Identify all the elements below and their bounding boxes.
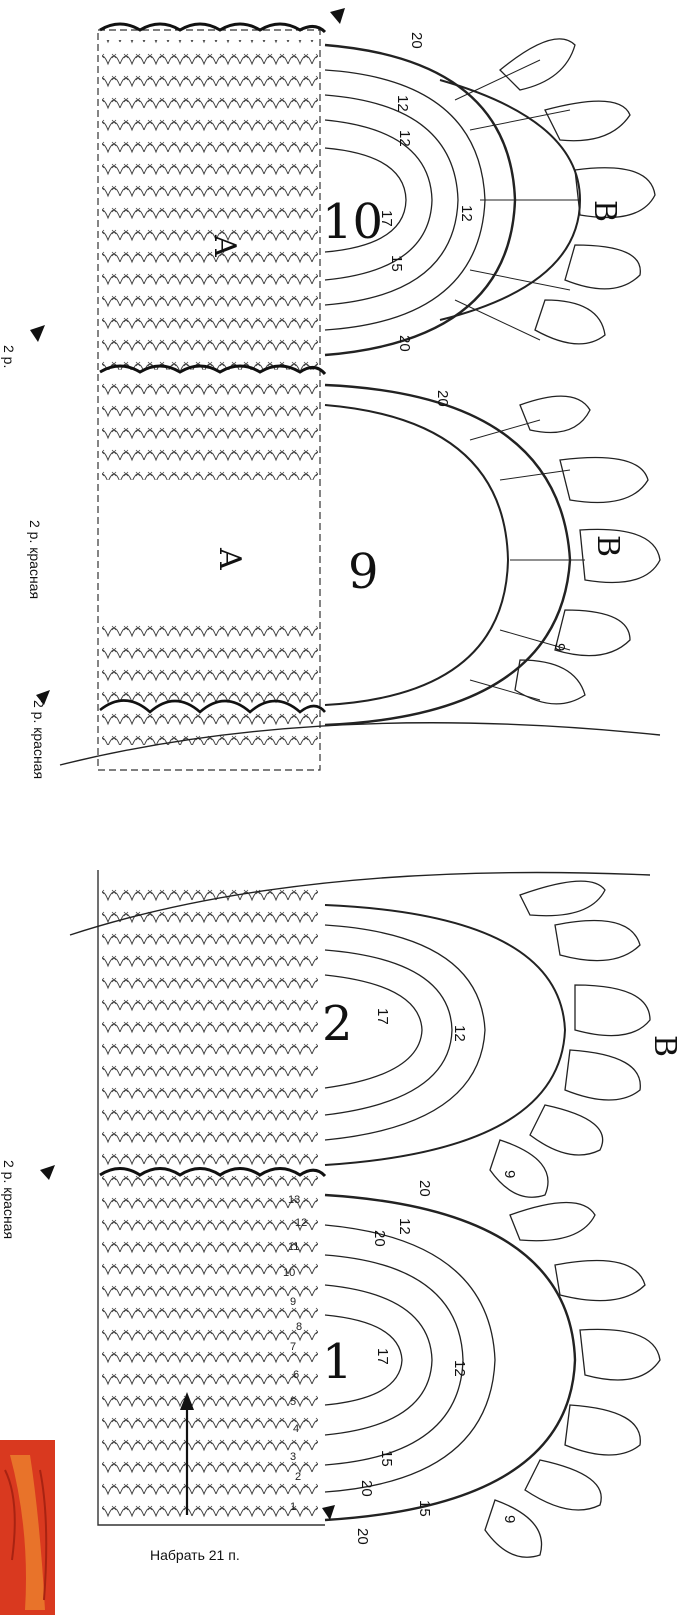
section-letter-a-1: A: [207, 234, 242, 257]
row-label: 9: [501, 1170, 518, 1178]
side-label-top-1b: красная: [0, 345, 1, 397]
top-panel: 10 9 A A B B 20 12 12 17 12 15 20 20 9 2…: [0, 8, 660, 779]
row-label: 17: [374, 1008, 391, 1025]
row-number: 7: [290, 1341, 296, 1353]
marker-triangle-5: [322, 1505, 335, 1520]
petals-10: [500, 39, 655, 344]
row-label: 20: [434, 390, 451, 407]
motif-2: [325, 905, 565, 1165]
row-label: 20: [416, 1180, 433, 1197]
row-number: 9: [290, 1296, 296, 1308]
row-number: 12: [295, 1217, 307, 1229]
row-label: 15: [416, 1500, 433, 1517]
photo-inset: [0, 1440, 55, 1615]
row-number: 2: [295, 1471, 301, 1483]
marker-triangle-1: [30, 325, 45, 342]
row-label: 20: [371, 1230, 388, 1247]
motif-number-2: 2: [322, 996, 353, 1052]
row-label: 15: [378, 1450, 395, 1467]
row-number: 6: [293, 1369, 299, 1381]
row-label: 12: [458, 205, 475, 222]
row-number: 4: [293, 1423, 299, 1435]
row-label: 9: [551, 643, 568, 651]
row-number: 1: [290, 1501, 296, 1513]
row-label: 17: [374, 1348, 391, 1365]
row-label: 15: [388, 255, 405, 272]
mesh-region-bottom: [102, 880, 318, 1520]
side-label-top-1a: 2 р.: [1, 345, 17, 368]
row-label: 12: [396, 130, 413, 147]
row-label: 17: [378, 210, 395, 227]
motif-1: [325, 1195, 575, 1520]
row-number: 3: [290, 1451, 296, 1463]
section-letter-a-2: A: [212, 547, 247, 570]
row-label: 20: [354, 1528, 371, 1545]
motif-number-9: 9: [348, 544, 379, 600]
motif-number-10: 10: [322, 194, 383, 250]
mesh-region-top-2: [102, 380, 318, 480]
row-label: 12: [394, 95, 411, 112]
row-number: 11: [288, 1241, 299, 1253]
row-label: 20: [408, 32, 425, 49]
bottom-panel: 2 1 B 1 2 3 4 5 6 7 8 9 10 11 12 13 17 1…: [0, 870, 682, 1615]
row-label: 9: [501, 1515, 518, 1523]
row-number: 13: [288, 1194, 300, 1206]
row-label: 12: [451, 1025, 468, 1042]
petals-9: [515, 396, 660, 704]
row-number: 5: [290, 1396, 296, 1408]
marker-triangle-3: [330, 8, 345, 24]
side-label-bottom: 2 р. красная: [1, 1160, 17, 1239]
mesh-region-top-3: [102, 625, 318, 745]
marker-triangle-4: [40, 1165, 55, 1180]
row-label: 12: [451, 1360, 468, 1377]
row-label: 20: [358, 1480, 375, 1497]
mesh-region-top-1: [102, 40, 318, 370]
motif-number-1: 1: [322, 1334, 353, 1390]
joining-row-top-1: [100, 24, 325, 32]
start-note: Набрать 21 п.: [150, 1547, 240, 1563]
row-label: 12: [396, 1218, 413, 1235]
row-number: 8: [296, 1321, 302, 1333]
section-letter-b-bottom: B: [647, 1035, 682, 1057]
row-number: 10: [283, 1267, 295, 1279]
row-labels-bottom: 17 12 20 20 12 17 12 15 20 15 20 9 9: [354, 1008, 518, 1545]
petals-2: [490, 881, 650, 1197]
side-label-top-2: 2 р. красная: [27, 520, 43, 599]
section-letter-b-1: B: [587, 200, 622, 222]
section-letter-b-2: B: [590, 535, 625, 557]
row-label: 20: [396, 335, 413, 352]
side-label-top-3: 2 р. красная: [31, 700, 47, 779]
